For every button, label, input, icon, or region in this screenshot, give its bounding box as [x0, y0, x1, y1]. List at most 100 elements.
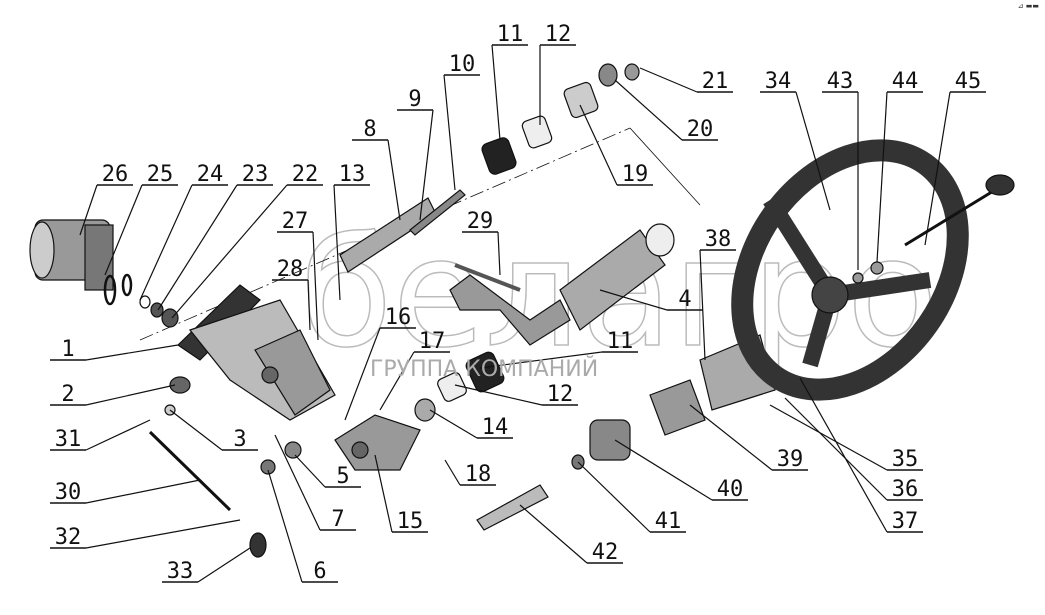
callout-number: 23	[242, 162, 269, 187]
callout-20: 17	[379, 329, 450, 411]
callout-7: 9	[397, 87, 434, 221]
callout-15: 28	[272, 257, 311, 331]
leader-line	[769, 404, 888, 471]
callout-46: 37	[799, 377, 923, 534]
leader-line	[799, 377, 888, 533]
callout-number: 12	[547, 382, 574, 407]
callout-number: 1	[61, 337, 74, 362]
callout-number: 36	[892, 477, 919, 502]
callout-number: 12	[545, 22, 572, 47]
leader-line	[157, 184, 238, 311]
leader-line	[924, 91, 951, 246]
part-column-tube	[449, 223, 675, 346]
part-tube-39	[649, 379, 706, 436]
leader-line	[85, 419, 151, 451]
leader-line	[577, 461, 651, 533]
leader-line	[85, 344, 179, 361]
callout-number: 45	[955, 69, 982, 94]
callout-number: 38	[705, 227, 732, 252]
part-nut-44	[870, 261, 884, 275]
leader-line	[444, 459, 461, 486]
corner-mark: ⊿ ▬▬	[1017, 2, 1039, 10]
leader-line	[387, 139, 401, 221]
part-cardan-joint	[334, 414, 421, 471]
callout-26: 2	[50, 382, 176, 407]
callout-9: 11	[491, 22, 528, 141]
callout-6: 8	[352, 117, 401, 221]
leader-line	[699, 249, 706, 361]
callout-number: 17	[419, 329, 446, 354]
callout-number: 20	[687, 117, 714, 142]
callout-11: 21	[639, 67, 733, 94]
leader-line	[274, 434, 321, 531]
leader-line	[267, 469, 303, 583]
callout-number: 41	[655, 509, 682, 534]
callout-34: 32	[50, 519, 241, 550]
leader-line	[419, 109, 434, 221]
callout-24: 18	[444, 459, 496, 487]
callout-39: 39	[689, 404, 808, 472]
leader-line	[795, 91, 831, 211]
leader-line	[579, 104, 618, 186]
callout-number: 34	[765, 69, 792, 94]
leader-line	[479, 351, 603, 369]
part-steering-wheel	[731, 139, 969, 401]
part-lever-2	[169, 376, 191, 394]
leader-line	[379, 351, 415, 411]
leader-line	[312, 231, 319, 341]
leader-line	[85, 479, 201, 504]
callout-number: 14	[482, 415, 509, 440]
leader-line	[784, 397, 888, 501]
leader-line	[197, 547, 251, 583]
callout-number: 33	[167, 559, 194, 584]
leader-line	[454, 384, 543, 406]
part-bushing-40	[589, 419, 631, 461]
part-nut-21	[624, 63, 640, 81]
callout-number: 31	[55, 427, 82, 452]
callout-1: 25	[104, 162, 178, 276]
callout-number: 21	[702, 69, 729, 94]
callout-16: 29	[462, 209, 501, 276]
callout-10: 12	[539, 22, 576, 125]
leader-line	[497, 231, 501, 276]
callout-number: 7	[331, 507, 344, 532]
callout-33: 6	[267, 469, 338, 584]
leader-line	[443, 74, 456, 191]
callout-number: 8	[363, 117, 376, 142]
part-bracket	[177, 284, 336, 421]
callout-2: 24	[139, 162, 228, 301]
part-bushing-11	[481, 137, 517, 175]
callout-37: 41	[577, 461, 686, 534]
leader-line	[614, 79, 683, 141]
callout-number: 42	[592, 540, 619, 565]
callout-18: 4	[599, 287, 703, 312]
part-washer-43	[852, 272, 864, 284]
callout-5: 13	[333, 162, 370, 301]
callout-44: 35	[769, 404, 923, 472]
callout-number: 9	[408, 87, 421, 112]
callout-number: 2	[61, 382, 74, 407]
callout-number: 11	[497, 22, 524, 47]
callout-number: 19	[622, 162, 649, 187]
callout-29: 30	[50, 479, 201, 505]
callout-number: 27	[282, 209, 309, 234]
watermark-subtitle: ГРУППА КОМПАНИЙ	[370, 356, 598, 382]
leader-line	[85, 384, 176, 406]
leader-line	[614, 439, 713, 501]
callout-17: 38	[699, 227, 736, 361]
leader-line	[169, 409, 223, 451]
leader-line	[519, 504, 588, 564]
part-nut-6	[260, 459, 276, 475]
callout-3: 23	[157, 162, 273, 311]
callout-36: 42	[519, 504, 623, 565]
part-sleeve-19	[563, 81, 599, 119]
leader-line	[639, 67, 698, 93]
callout-4: 22	[171, 162, 323, 319]
callout-number: 4	[678, 287, 691, 312]
part-washer-14	[414, 398, 436, 422]
leader-line	[333, 184, 341, 301]
callout-number: 11	[607, 329, 634, 354]
callout-number: 28	[277, 257, 304, 282]
leader-line	[491, 44, 501, 141]
